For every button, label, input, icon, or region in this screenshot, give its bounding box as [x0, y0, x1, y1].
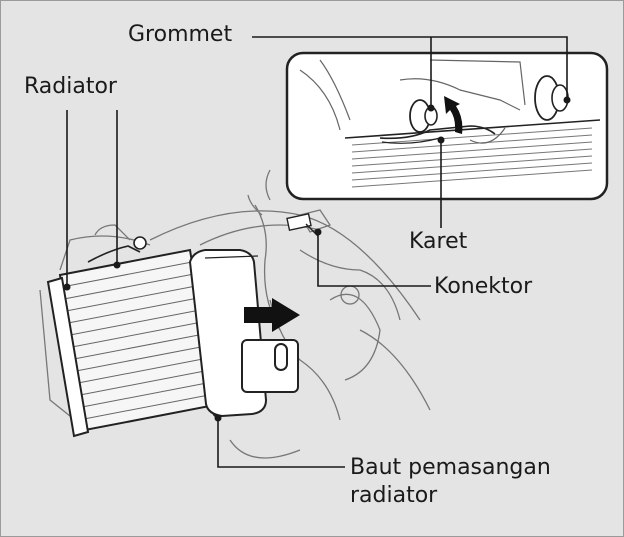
curved-arrow-icon: [444, 96, 463, 134]
label-baut-line1: Baut pemasangan: [350, 455, 551, 480]
fan-shroud: [188, 249, 299, 418]
label-grommet: Grommet: [128, 22, 233, 47]
leader-lines: [66, 36, 568, 468]
label-radiator: Radiator: [24, 74, 117, 99]
label-karet: Karet: [409, 229, 468, 254]
leader-dots: [63, 96, 571, 422]
label-konektor: Konektor: [434, 274, 533, 299]
label-baut-line2: radiator: [350, 483, 438, 508]
connector-part: [286, 213, 319, 237]
arrow-right-icon: [244, 298, 300, 332]
frame-sketch: [39, 169, 431, 459]
inset-detail: [285, 51, 609, 201]
